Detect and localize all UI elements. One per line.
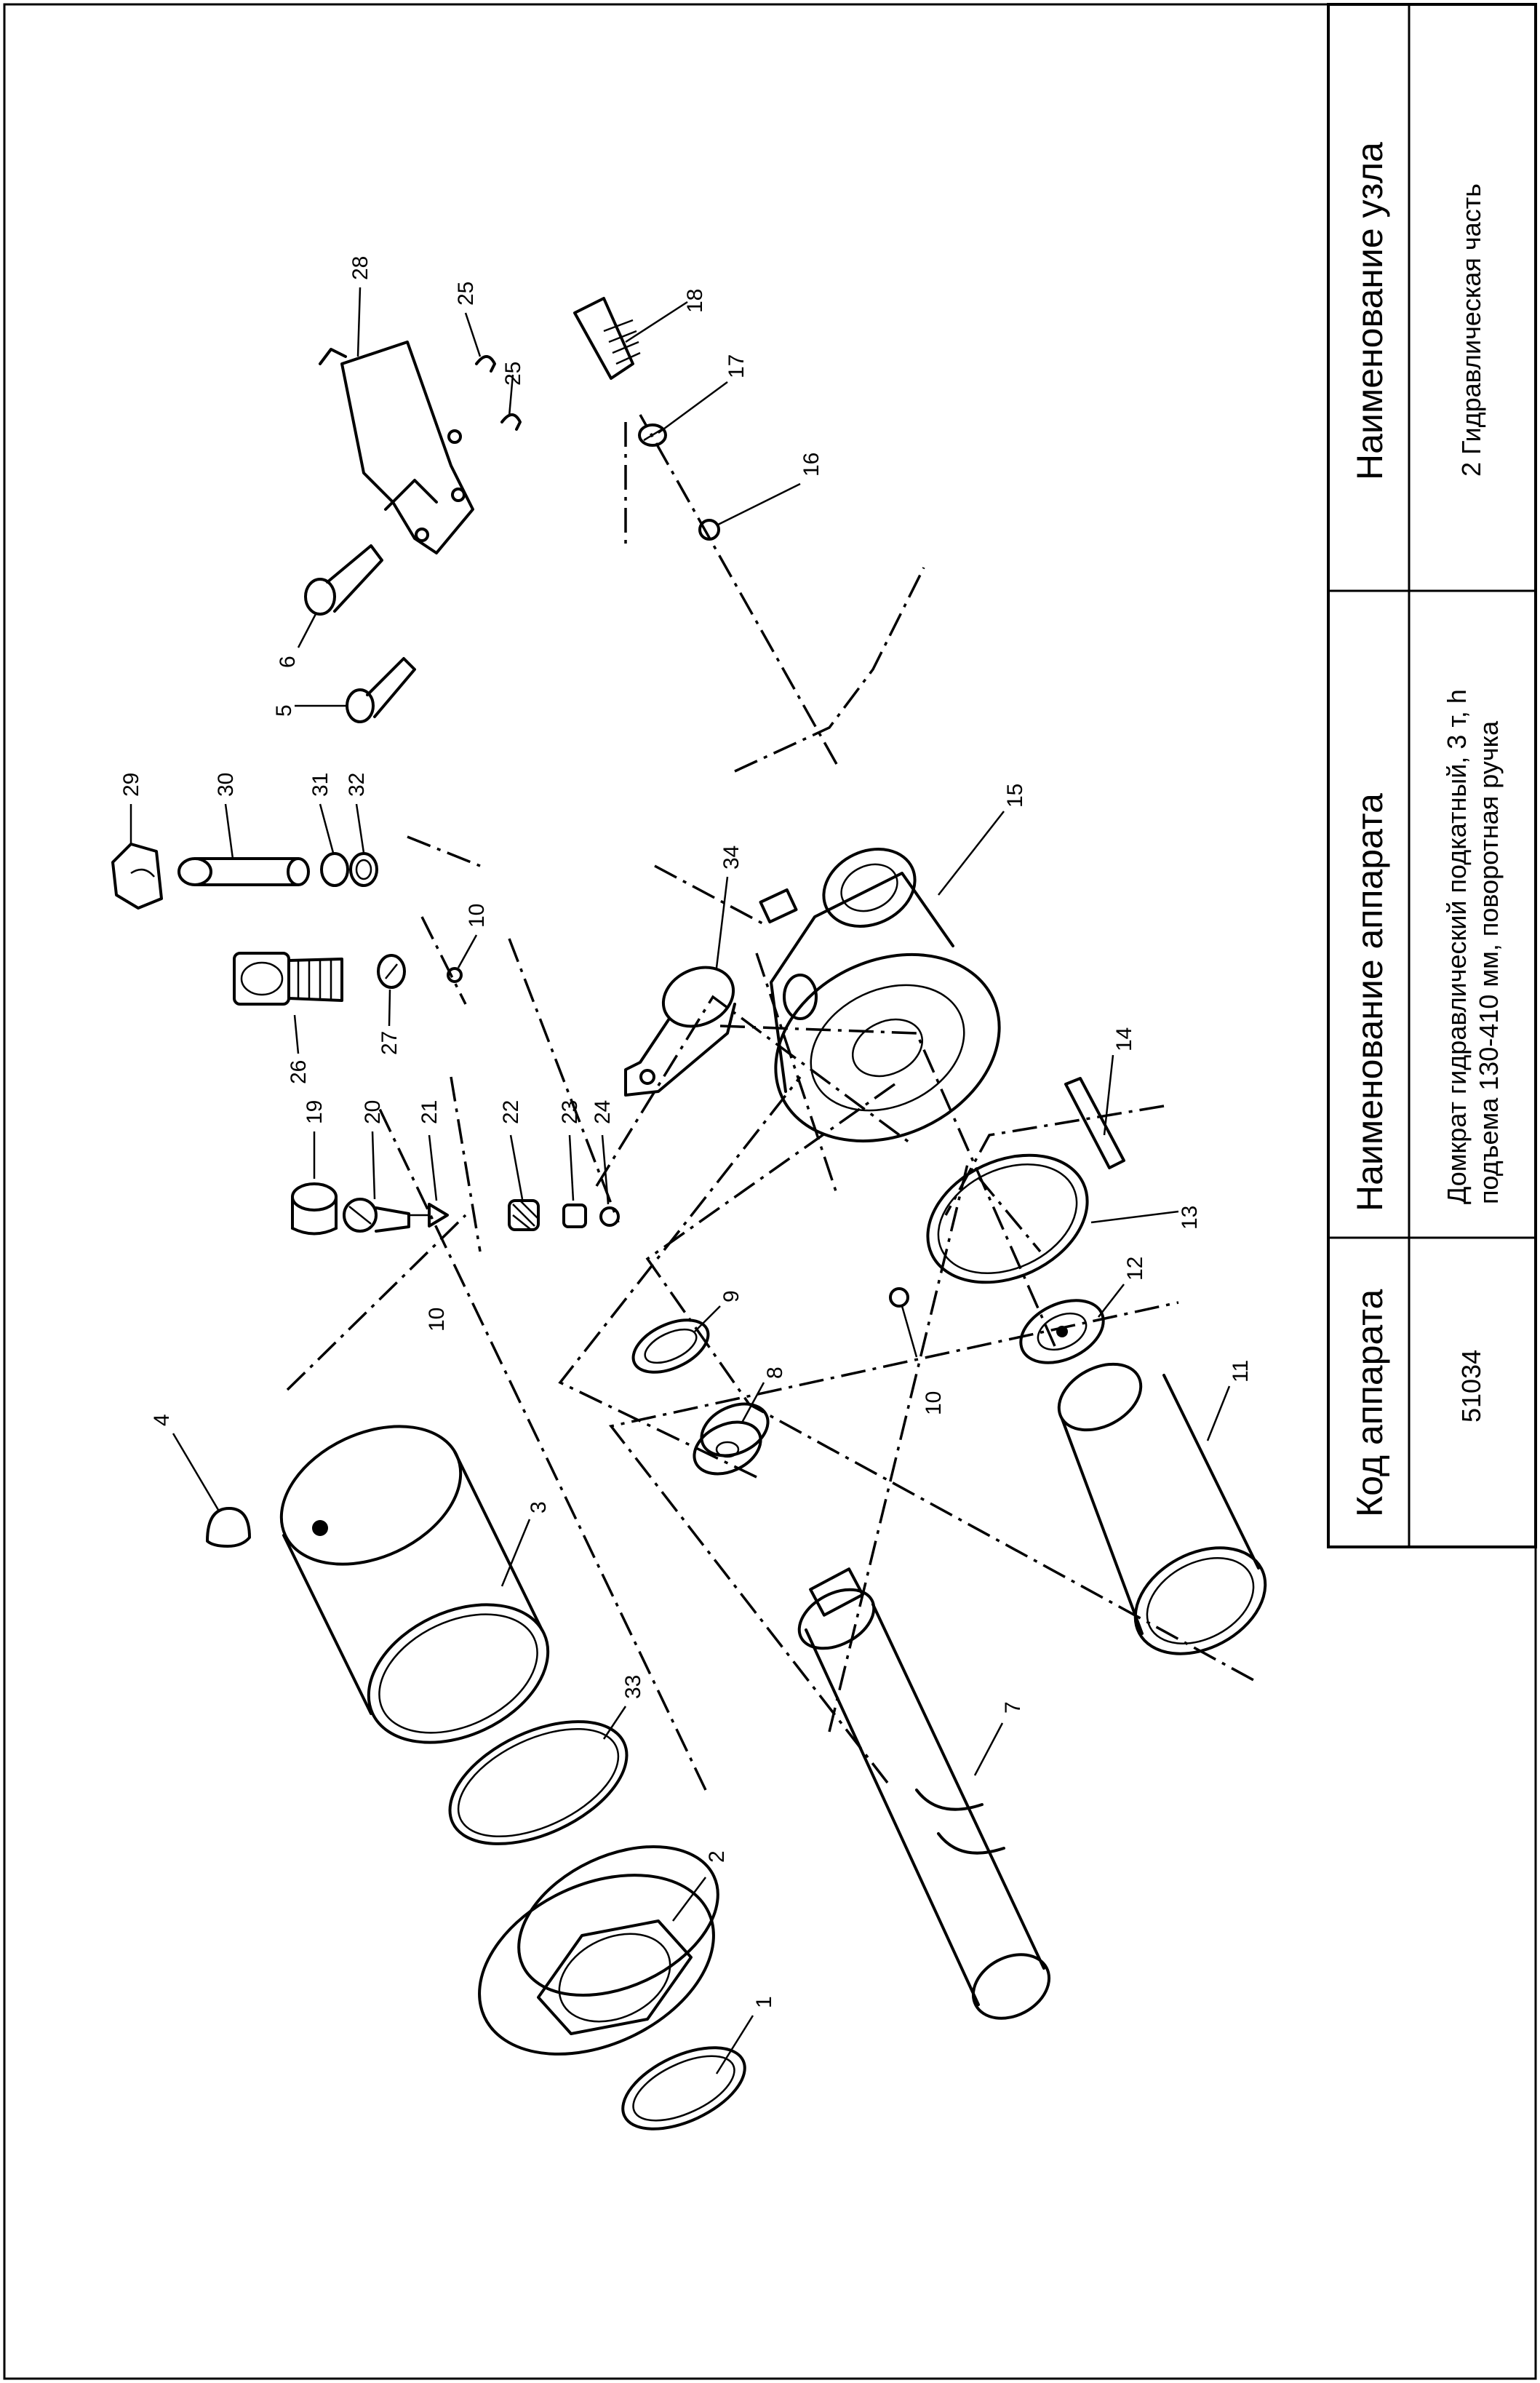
value-code: 51034 (1456, 1349, 1486, 1423)
callout-25-b: 25 (501, 362, 525, 386)
callout-28: 28 (348, 256, 372, 280)
callout-9: 9 (719, 1290, 743, 1302)
callout-18: 18 (683, 289, 707, 313)
part-13-large-ring (926, 1153, 1089, 1284)
callout-29: 29 (119, 773, 143, 797)
part-19-cap (291, 1182, 338, 1236)
part-12-valve-disk (1019, 1299, 1105, 1364)
part-20-screw (343, 1198, 410, 1233)
part-11-pump-cylinder (1057, 1362, 1267, 1655)
callout-8: 8 (763, 1366, 787, 1379)
callout-6: 6 (276, 656, 300, 668)
part-28-handle-bracket (319, 341, 474, 554)
part-21-valve (409, 1203, 449, 1228)
title-block-frame (1327, 3, 1537, 1548)
callout-10-top: 10 (465, 904, 489, 928)
callout-26: 26 (287, 1060, 311, 1084)
callout-34: 34 (719, 846, 743, 870)
callout-20: 20 (361, 1100, 385, 1124)
part-26-fitting (233, 952, 343, 1006)
callout-11: 11 (1229, 1360, 1253, 1383)
callout-27: 27 (378, 1031, 402, 1055)
part-16-ball (698, 519, 720, 541)
callout-5: 5 (272, 704, 296, 717)
part-7-piston-rod (797, 1567, 1051, 2020)
callout-32: 32 (345, 773, 369, 797)
part-9-washer (631, 1318, 710, 1374)
part-15-base (759, 848, 1001, 1143)
callout-33: 33 (621, 1675, 645, 1699)
part-3-sleeve (279, 1425, 550, 1744)
callout-7: 7 (1001, 1701, 1025, 1714)
part-30-pin (177, 857, 310, 886)
callout-24: 24 (591, 1100, 615, 1124)
part-33-o-ring (448, 1720, 629, 1845)
part-29-cap (111, 843, 163, 910)
part-5-bolt (346, 657, 416, 723)
leader-lines (129, 287, 1231, 2074)
callout-13: 13 (1178, 1206, 1202, 1230)
part-14-pin (1064, 1077, 1125, 1169)
callout-labels: 1 2 3 4 5 6 7 8 9 10 10 10 11 12 13 14 1… (119, 256, 1253, 2008)
callout-14: 14 (1112, 1027, 1136, 1051)
callout-30: 30 (214, 773, 238, 797)
part-8-seal (693, 1402, 770, 1476)
callout-19: 19 (303, 1100, 327, 1124)
header-code: Код аппарата (1349, 1289, 1390, 1517)
part-34-bracket (624, 966, 736, 1097)
callout-17: 17 (725, 354, 749, 378)
part-6-bolt (304, 544, 383, 616)
callout-22: 22 (499, 1100, 523, 1124)
header-name: Наименование аппарата (1349, 793, 1390, 1212)
part-31-ring (320, 852, 349, 887)
callout-2: 2 (705, 1850, 729, 1863)
callout-15: 15 (1003, 784, 1027, 808)
header-unit: Наименование узла (1349, 142, 1390, 480)
value-unit: 2 Гидравлическая часть (1456, 183, 1486, 477)
callout-10-mid: 10 (922, 1391, 946, 1415)
part-22-spring (508, 1199, 540, 1231)
part-25-split-pins (475, 355, 522, 431)
value-name-line2: подъема 130-410 мм, поворотная ручка (1474, 720, 1504, 1204)
part-4-cap (206, 1507, 251, 1548)
value-name-line1: Домкрат гидравлический подкатный, 3 т, h (1442, 689, 1472, 1204)
part-23-spring (562, 1204, 587, 1228)
part-18-screw (573, 297, 641, 380)
callout-16: 16 (799, 453, 823, 477)
callout-23: 23 (558, 1100, 582, 1124)
assembly-axes (286, 414, 1256, 1791)
callout-31: 31 (308, 773, 332, 797)
part-17-ring (638, 423, 667, 447)
part-27-washer (377, 954, 406, 989)
part-24-ball (599, 1206, 620, 1227)
part-10-balls (447, 967, 909, 1308)
part-2-nut (478, 1845, 719, 2056)
part-1-ring (621, 2046, 746, 2131)
callout-4: 4 (150, 1414, 174, 1426)
part-32-ring (349, 852, 378, 887)
callout-10-extra: 10 (425, 1308, 449, 1332)
callout-12: 12 (1123, 1257, 1147, 1281)
callout-1: 1 (752, 1996, 776, 2008)
callout-3: 3 (527, 1501, 551, 1513)
callout-25-a: 25 (454, 282, 478, 306)
sheet-border (3, 3, 1537, 2380)
callout-21: 21 (418, 1100, 442, 1124)
